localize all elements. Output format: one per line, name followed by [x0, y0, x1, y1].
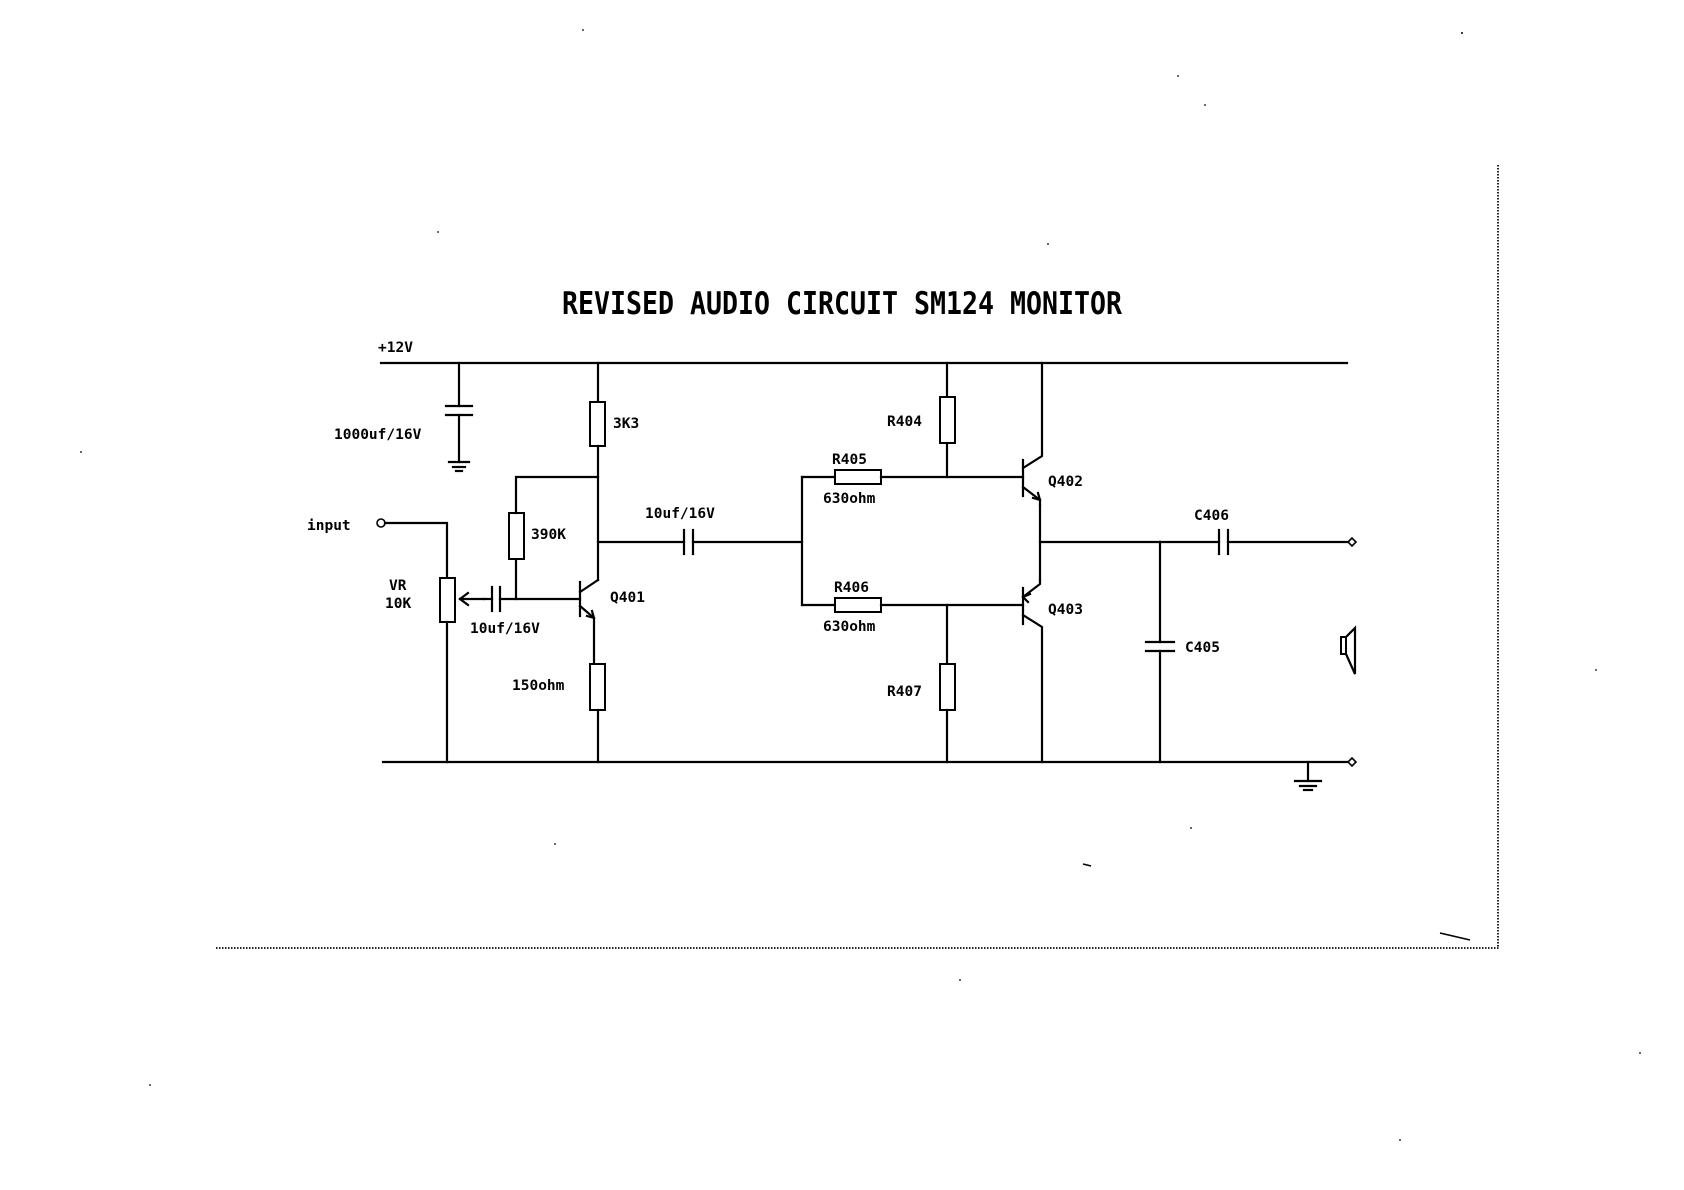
- resistor-r407: [940, 605, 955, 762]
- transistor-q402: [1023, 363, 1042, 505]
- capacitor-c405: [1146, 542, 1174, 762]
- output-terminal-signal: [1348, 538, 1356, 546]
- q401-label: Q401: [610, 590, 645, 606]
- resistor-150ohm: [590, 664, 605, 762]
- potentiometer-value: 10K: [385, 596, 411, 612]
- ground-icon: [449, 462, 469, 471]
- resistor-150ohm-label: 150ohm: [512, 678, 565, 694]
- transistor-q401: [580, 580, 598, 664]
- ground-icon-main: [1295, 762, 1321, 790]
- capacitor-1000uf-label: 1000uf/16V: [334, 427, 422, 443]
- resistor-r404: [940, 363, 955, 477]
- speaker-icon: [1341, 628, 1355, 674]
- resistor-390k-label: 390K: [531, 527, 566, 543]
- output-node: [1040, 505, 1160, 580]
- transistor-q403: [1023, 580, 1042, 762]
- capacitor-input-label: 10uf/16V: [470, 621, 540, 637]
- capacitor-input: [484, 587, 580, 611]
- resistor-3k3-label: 3K3: [613, 416, 639, 432]
- q402-label: Q402: [1048, 474, 1083, 490]
- r405-value: 630ohm: [823, 491, 876, 507]
- input-terminal: [377, 519, 447, 578]
- page-border: [216, 165, 1500, 948]
- capacitor-coupling-label: 10uf/16V: [645, 506, 715, 522]
- r406-label: R406: [834, 580, 869, 596]
- capacitor-1000uf: [446, 363, 472, 462]
- r405-label: R405: [832, 452, 867, 468]
- q403-label: Q403: [1048, 602, 1083, 618]
- capacitor-c406: [1160, 530, 1348, 554]
- resistor-r405: [835, 470, 1023, 484]
- schematic-title: REVISED AUDIO CIRCUIT SM124 MONITOR: [562, 286, 1122, 322]
- r407-label: R407: [887, 684, 922, 700]
- potentiometer-name: VR: [389, 578, 407, 594]
- output-terminal-ground: [1348, 758, 1356, 766]
- r406-value: 630ohm: [823, 619, 876, 635]
- c405-label: C405: [1185, 640, 1220, 656]
- resistor-r406: [835, 598, 1023, 612]
- resistor-3k3: [590, 363, 605, 580]
- r404-label: R404: [887, 414, 922, 430]
- supply-label: +12V: [378, 340, 413, 356]
- c406-label: C406: [1194, 508, 1229, 524]
- capacitor-coupling: [598, 530, 802, 554]
- input-label: input: [307, 518, 351, 534]
- potentiometer-vr: [440, 578, 484, 762]
